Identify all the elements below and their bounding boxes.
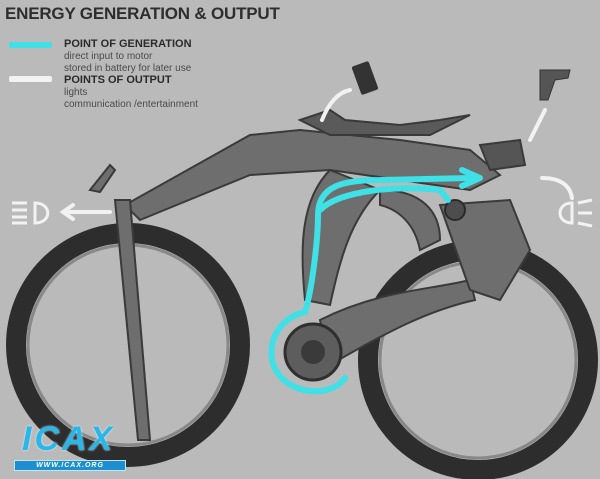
icax-logo-url: WWW.ICAX.ORG bbox=[14, 460, 126, 471]
output-legend-swatch bbox=[9, 76, 52, 82]
bike-frame bbox=[88, 108, 532, 441]
output-legend-line: lights bbox=[64, 87, 88, 98]
output-legend-heading: POINTS OF OUTPUT bbox=[64, 74, 172, 86]
output-arrows bbox=[59, 88, 574, 221]
motor-hub bbox=[444, 199, 466, 221]
headlight-icon bbox=[12, 201, 50, 225]
generation-legend-line: direct input to motor bbox=[64, 51, 153, 62]
generation-legend-swatch bbox=[9, 42, 52, 48]
output-legend-line: communication /entertainment bbox=[64, 99, 198, 110]
diagram-title: ENERGY GENERATION & OUTPUT bbox=[5, 4, 280, 23]
generation-legend-heading: POINT OF GENERATION bbox=[64, 38, 192, 50]
taillight-icon bbox=[558, 198, 593, 228]
generation-legend-line: stored in battery for later use bbox=[64, 63, 192, 74]
icax-logo: ICAX bbox=[22, 420, 116, 458]
phone-device bbox=[351, 61, 379, 95]
generation-path bbox=[268, 167, 483, 395]
detached-part bbox=[539, 69, 571, 101]
crank-hub bbox=[283, 322, 343, 382]
